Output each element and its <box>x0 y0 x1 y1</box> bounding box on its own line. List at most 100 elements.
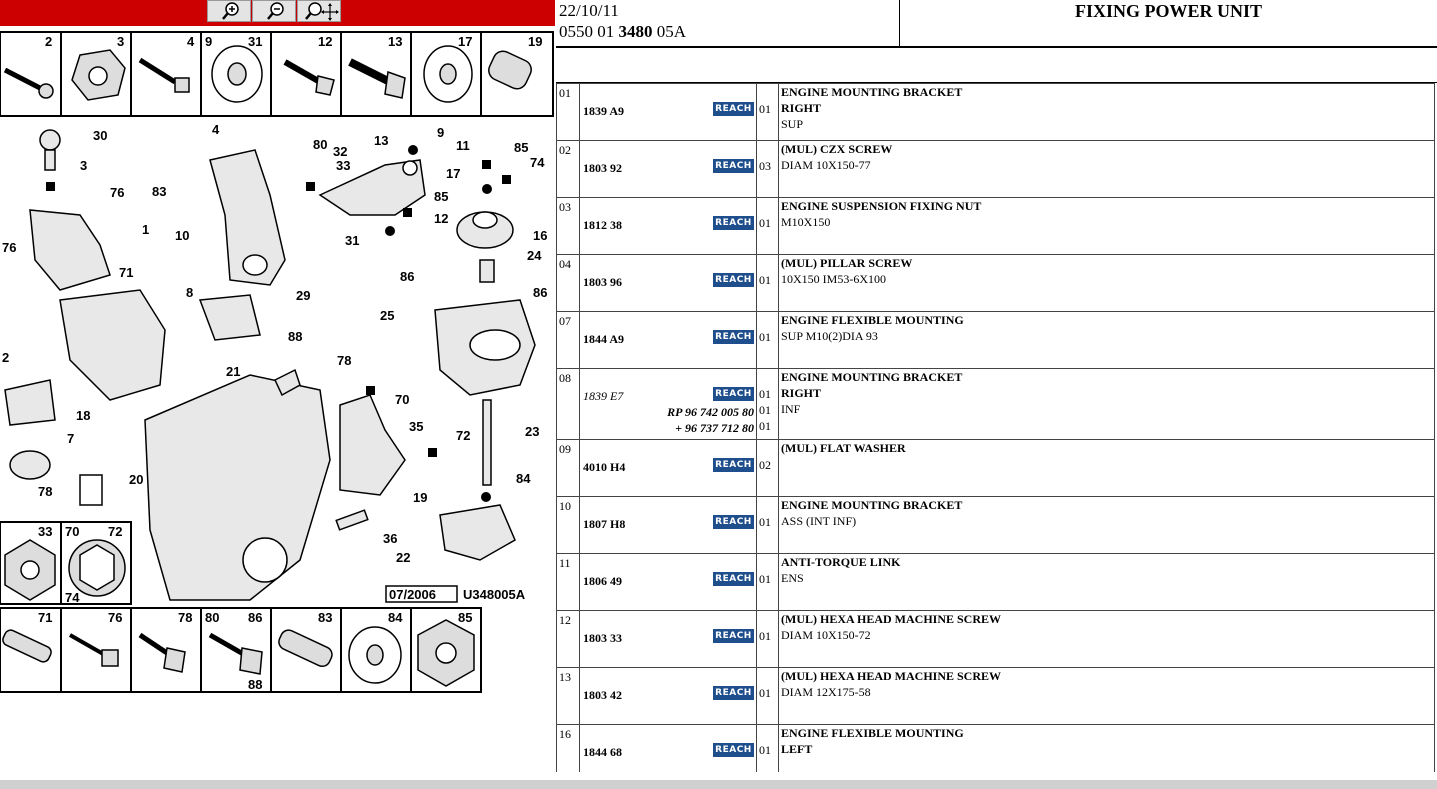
reach-button[interactable]: REACH <box>713 387 754 401</box>
reach-button[interactable]: REACH <box>713 159 754 173</box>
reach-button[interactable]: REACH <box>713 458 754 472</box>
zoom-in-button[interactable] <box>207 0 251 22</box>
reach-button[interactable]: REACH <box>713 330 754 344</box>
item-number: 02 <box>556 140 580 198</box>
part-reference-cell: 1844 A9 REACH <box>579 311 757 369</box>
quantity-cell: 01 <box>756 553 779 611</box>
thumb-label: 71 <box>38 610 52 625</box>
thumb-label: 72 <box>108 524 122 539</box>
part-reference[interactable]: 1844 68 <box>583 745 622 759</box>
quantity: 01 <box>759 273 771 287</box>
part-reference[interactable]: 1803 33 <box>583 631 622 645</box>
description-line: DIAM 10X150-72 <box>781 628 871 642</box>
callout-label: 86 <box>400 269 414 284</box>
part-reference-cell: 1803 92 REACH <box>579 140 757 198</box>
description-line: (MUL) HEXA HEAD MACHINE SCREW <box>781 612 1002 626</box>
part-reference[interactable]: 1803 42 <box>583 688 622 702</box>
part-reference[interactable]: 1839 A9 <box>583 104 625 118</box>
ref-bold: 3480 <box>618 22 653 41</box>
callout-label: 17 <box>446 166 460 181</box>
description-line: SUP M10(2)DIA 93 <box>781 329 878 343</box>
parts-list-pane: 22/10/11 0550 01 3480 05A FIXING POWER U… <box>556 0 1437 789</box>
part-reference-cell: 1839 A9 REACH <box>579 83 757 141</box>
part-reference[interactable]: 1803 96 <box>583 275 622 289</box>
zoom-out-icon <box>267 2 284 20</box>
reach-button[interactable]: REACH <box>713 216 754 230</box>
callout-markers <box>46 145 511 502</box>
callout-label: 83 <box>152 184 166 199</box>
quantity: 03 <box>759 159 771 173</box>
part-reference[interactable]: 1803 92 <box>583 161 622 175</box>
callout-label: 8 <box>186 285 193 300</box>
callout-label: 11 <box>456 138 470 153</box>
part-reference-cell: 1812 38 REACH <box>579 197 757 255</box>
thumb-label: 74 <box>65 590 80 605</box>
description-line: ENGINE MOUNTING BRACKET <box>781 498 963 512</box>
item-number: 09 <box>556 439 580 497</box>
quantity: 01 <box>759 629 771 643</box>
zoom-pan-button[interactable] <box>297 0 341 22</box>
callout-label: 1 <box>142 222 149 237</box>
part-reference[interactable]: 1844 A9 <box>583 332 625 346</box>
thumb-label: 76 <box>108 610 122 625</box>
reach-button[interactable]: REACH <box>713 273 754 287</box>
thumb-label: 78 <box>178 610 192 625</box>
quantity: 01 <box>759 743 771 757</box>
description-line: ENGINE FLEXIBLE MOUNTING <box>781 313 964 327</box>
description-line: ENGINE MOUNTING BRACKET <box>781 370 963 384</box>
part-reference[interactable]: 1806 49 <box>583 574 622 588</box>
horizontal-scrollbar[interactable] <box>0 780 1437 789</box>
header-divider <box>899 0 900 46</box>
part-reference[interactable]: 1807 H8 <box>583 517 626 531</box>
reach-button[interactable]: REACH <box>713 102 754 116</box>
item-number: 07 <box>556 311 580 369</box>
part-reference-cell: 1844 68 REACH <box>579 724 757 772</box>
quantity: 01 <box>759 102 771 116</box>
callout-label: 84 <box>516 471 531 486</box>
callout-label: 86 <box>533 285 547 300</box>
callout-label: 70 <box>395 392 409 407</box>
zoom-out-button[interactable] <box>252 0 296 22</box>
reach-button[interactable]: REACH <box>713 743 754 757</box>
part-reference[interactable]: 4010 H4 <box>583 460 626 474</box>
callout-label: 36 <box>383 531 397 546</box>
header-date: 22/10/11 <box>559 1 619 20</box>
part-reference[interactable]: 1839 E7 <box>583 389 624 403</box>
reach-button[interactable]: REACH <box>713 629 754 643</box>
part-reference-cell: 1803 96 REACH <box>579 254 757 312</box>
thumb-label: 13 <box>388 34 402 49</box>
description-line: RIGHT <box>781 386 822 400</box>
reach-button[interactable]: REACH <box>713 515 754 529</box>
callout-label: 12 <box>434 211 448 226</box>
diagram-reference: U348005A <box>463 587 526 602</box>
description-line: ASS (INT INF) <box>781 514 857 528</box>
callout-label: 31 <box>345 233 359 248</box>
reach-button[interactable]: REACH <box>713 686 754 700</box>
callout-label: 13 <box>374 133 388 148</box>
reach-button[interactable]: REACH <box>713 572 754 586</box>
main-exploded-view <box>4 129 536 601</box>
exploded-parts-diagram: 2 3 4 9 31 12 13 17 19 <box>0 31 554 693</box>
part-reference[interactable]: 1812 38 <box>583 218 622 232</box>
diagram-date: 07/2006 <box>389 587 436 602</box>
quantity: 01 <box>759 216 771 230</box>
callout-label: 23 <box>525 424 539 439</box>
replacement-reference: + 96 737 712 80 <box>675 421 754 435</box>
callout-label: 21 <box>226 364 240 379</box>
part-reference-cell: 1803 42 REACH <box>579 667 757 725</box>
thumb-label: 84 <box>388 610 403 625</box>
